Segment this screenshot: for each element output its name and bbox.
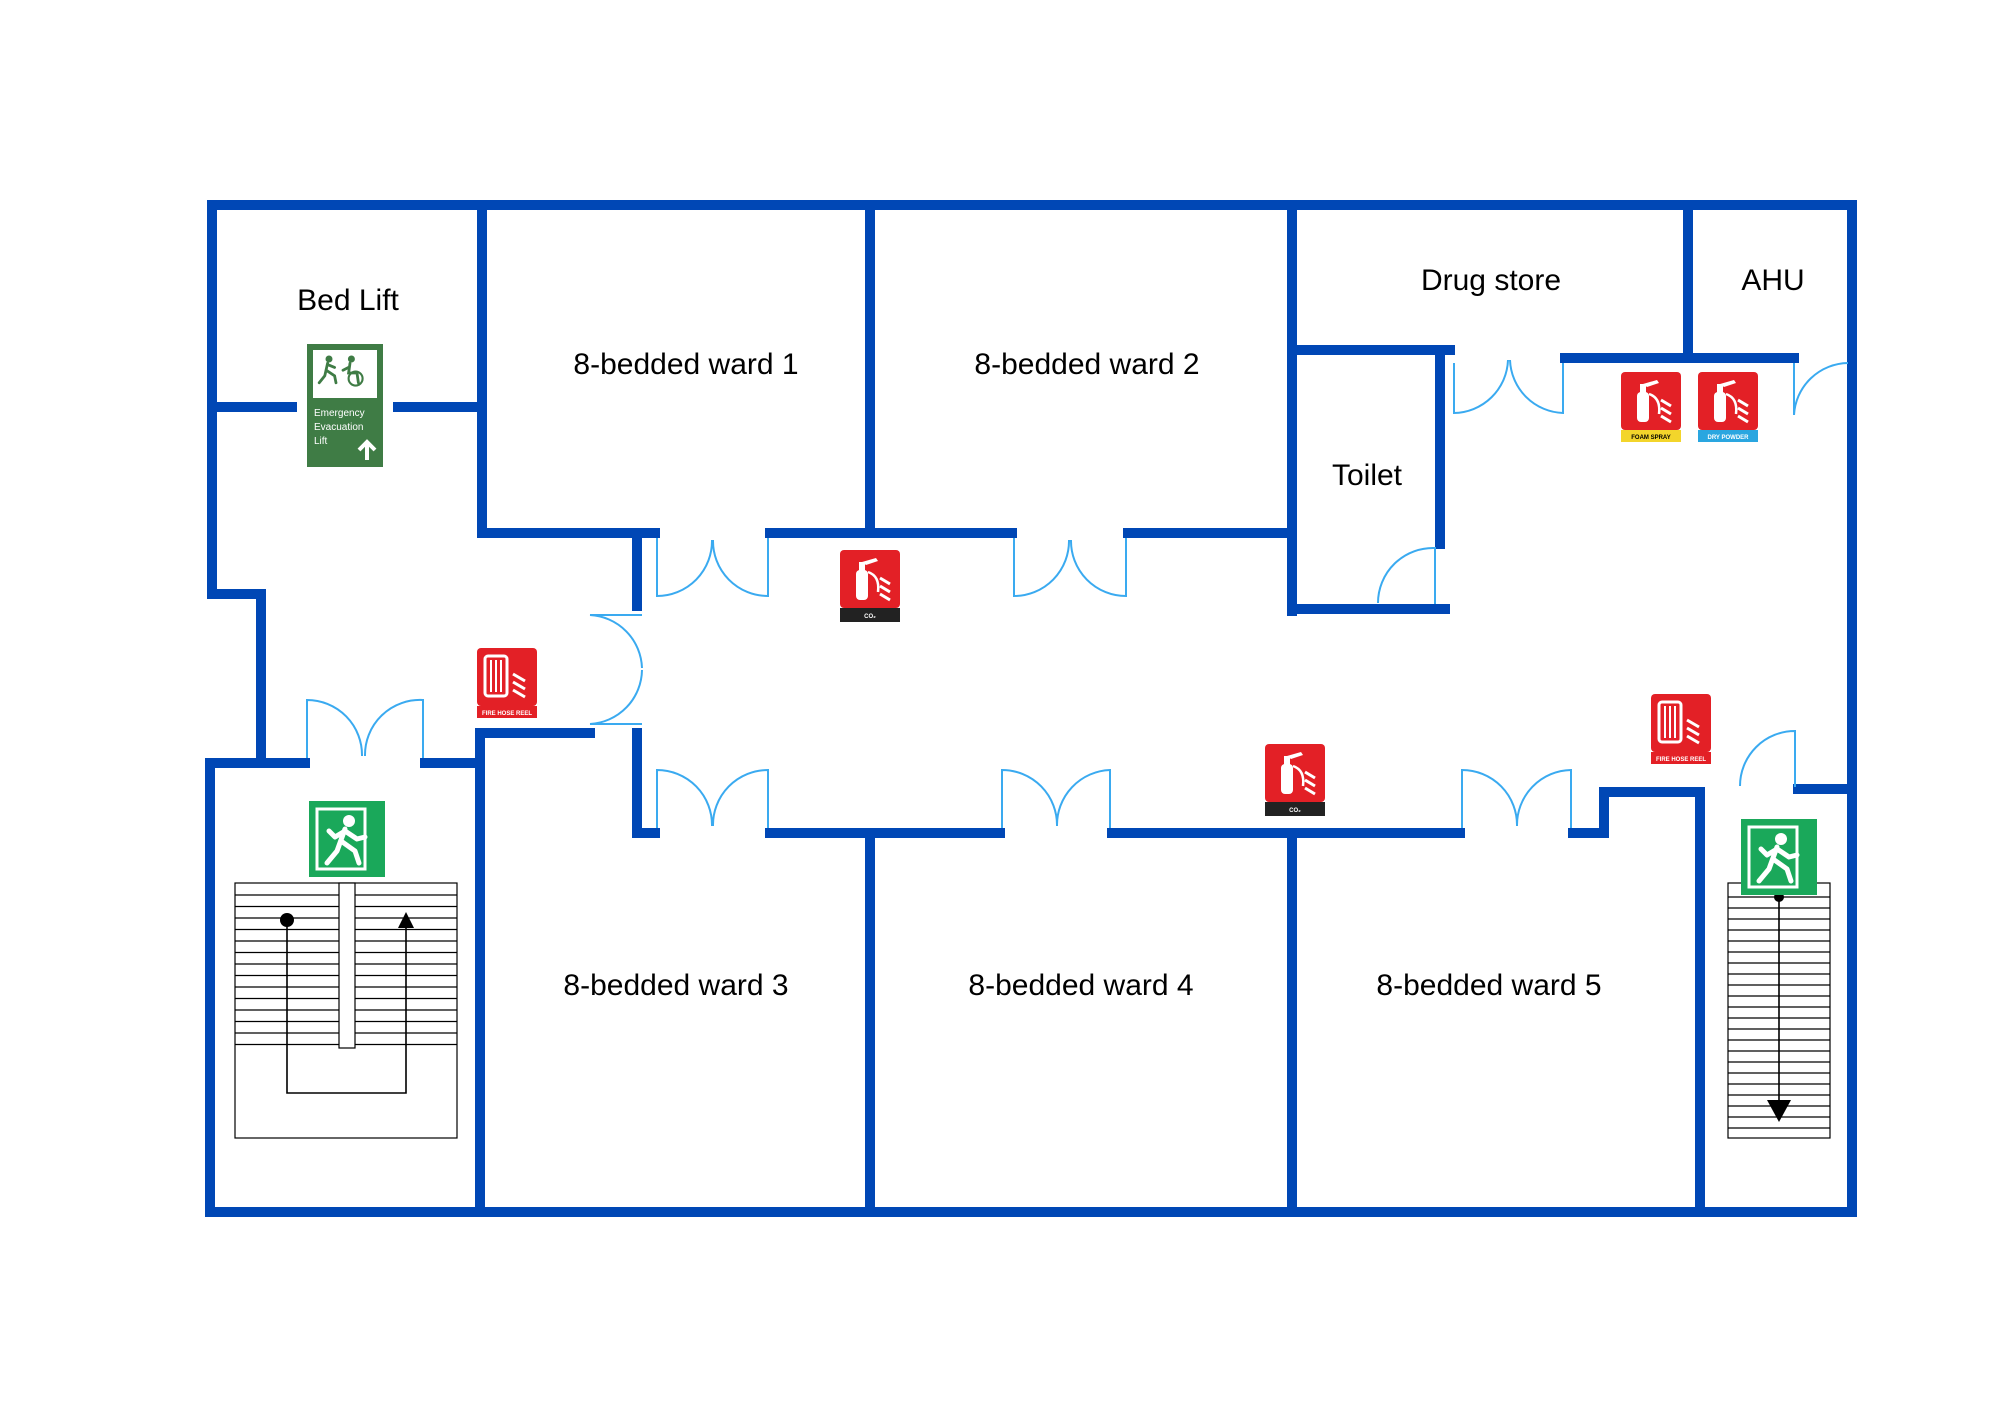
door <box>1739 729 1796 787</box>
stair-left <box>234 882 458 1139</box>
arrow-up-icon <box>357 439 377 460</box>
hose-reel-tag: FIRE HOSE REEL <box>1656 757 1706 763</box>
dry-powder-tag: DRY POWDER <box>1707 435 1749 441</box>
room-labels: Bed Lift 8-bedded ward 1 8-bedded ward 2… <box>297 264 1805 1002</box>
door <box>589 614 643 725</box>
foam-extinguisher-sign: FOAM SPRAY <box>1619 370 1683 442</box>
door <box>656 538 769 598</box>
door <box>1453 359 1564 415</box>
co2-extinguisher-sign-2: CO₂ <box>1263 742 1327 816</box>
room-label-ward-2: 8-bedded ward 2 <box>974 348 1199 381</box>
evacuation-lift-text-3: Lift <box>314 436 328 447</box>
fire-extinguisher-icon <box>1263 742 1327 804</box>
co2-extinguisher-sign: CO₂ <box>838 548 902 622</box>
door <box>1377 546 1436 604</box>
room-label-ward-5: 8-bedded ward 5 <box>1376 969 1601 1002</box>
co2-tag: CO₂ <box>1289 808 1301 814</box>
door <box>1013 538 1127 598</box>
door <box>1793 362 1849 416</box>
room-label-bed-lift: Bed Lift <box>297 284 399 317</box>
hose-reel-sign-2: FIRE HOSE REEL <box>1649 692 1713 764</box>
exit-sign-left <box>309 801 385 877</box>
doors <box>306 359 1849 828</box>
room-label-ward-3: 8-bedded ward 3 <box>563 969 788 1002</box>
hose-reel-tag: FIRE HOSE REEL <box>482 711 532 717</box>
door <box>656 768 769 828</box>
exit-sign-right <box>1741 819 1817 895</box>
foam-spray-tag: FOAM SPRAY <box>1631 435 1670 441</box>
room-label-ward-1: 8-bedded ward 1 <box>573 348 798 381</box>
hose-reel-sign: FIRE HOSE REEL <box>475 646 539 718</box>
walls <box>205 200 1857 1217</box>
evacuation-lift-text-1: Emergency <box>314 408 365 419</box>
fire-extinguisher-icon <box>1696 370 1760 432</box>
evacuation-lift-icon <box>317 355 364 387</box>
evacuation-lift-text-2: Evacuation <box>314 422 363 433</box>
room-label-ahu: AHU <box>1741 264 1804 297</box>
room-label-toilet: Toilet <box>1332 459 1403 492</box>
co2-tag: CO₂ <box>864 614 876 620</box>
door <box>1001 768 1111 828</box>
powder-extinguisher-sign: DRY POWDER <box>1696 370 1760 442</box>
fire-hose-reel-icon <box>1649 692 1713 754</box>
fire-extinguisher-icon <box>1619 370 1683 432</box>
evacuation-lift-sign: Emergency Evacuation Lift <box>307 344 383 467</box>
fire-extinguisher-icon <box>838 548 902 610</box>
fire-hose-reel-icon <box>475 646 539 708</box>
room-label-drug-store: Drug store <box>1421 264 1561 297</box>
door <box>306 698 424 758</box>
stair-right <box>1727 882 1831 1139</box>
room-label-ward-4: 8-bedded ward 4 <box>968 969 1193 1002</box>
door <box>1461 768 1572 828</box>
